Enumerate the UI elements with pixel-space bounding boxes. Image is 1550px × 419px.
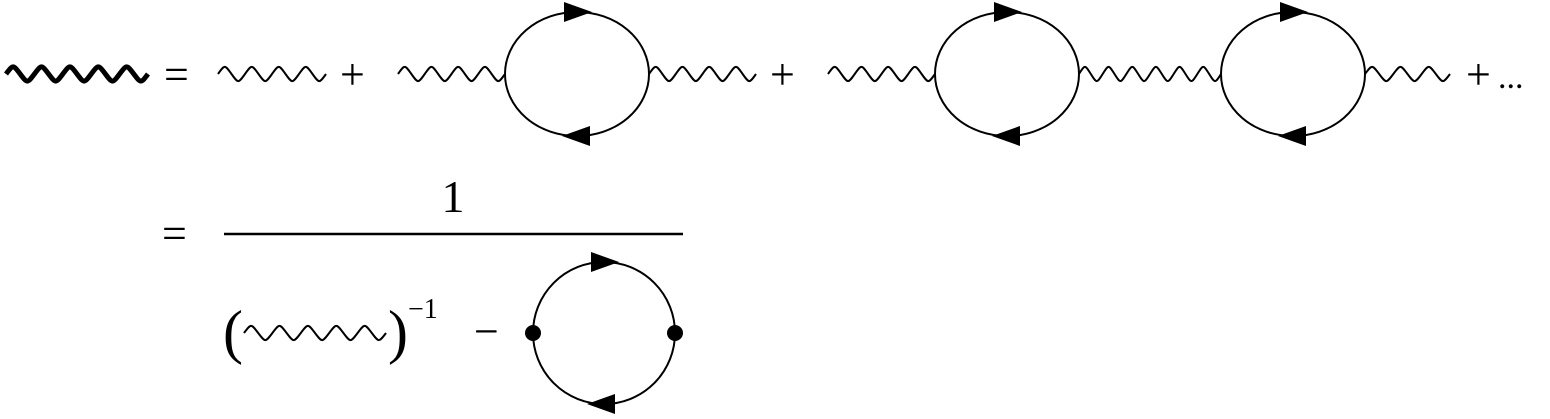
fermion-loop-icon: [525, 252, 683, 414]
arrow-right-icon: [591, 252, 619, 272]
ellipsis: ...: [1498, 59, 1524, 96]
bare-propagator-icon: [243, 324, 387, 342]
minus-sign: −: [474, 307, 499, 356]
fermion-loop-icon: [934, 2, 1080, 146]
close-paren: ): [388, 299, 408, 365]
vertex-dot-icon: [667, 325, 683, 341]
plus-sign-2: +: [770, 50, 795, 99]
row-1-series-expansion: = + + + ...: [4, 2, 1524, 146]
exponent: −1: [408, 294, 438, 325]
bare-propagator-icon: [648, 65, 757, 83]
fermion-loop-icon: [504, 2, 650, 146]
arrow-left-icon: [562, 126, 590, 146]
dressed-propagator-icon: [4, 64, 150, 84]
plus-sign-end: +: [1466, 50, 1491, 99]
bare-propagator-icon: [397, 65, 506, 83]
vertex-dot-icon: [525, 325, 541, 341]
arrow-left-icon: [992, 126, 1020, 146]
arrow-left-icon: [1278, 126, 1306, 146]
fermion-loop-icon: [1220, 2, 1366, 146]
arrow-right-icon: [1280, 2, 1308, 22]
arrow-right-icon: [564, 2, 592, 22]
row-2-resummed-form: = 1 ( ) −1 −: [162, 171, 683, 414]
bare-propagator-icon: [1078, 65, 1222, 83]
open-paren: (: [223, 299, 243, 365]
denominator: ( ) −1 −: [223, 252, 683, 414]
arrow-right-icon: [994, 2, 1022, 22]
plus-sign-1: +: [340, 50, 365, 99]
equals-sign-row1: =: [164, 50, 189, 99]
bare-propagator-icon: [827, 65, 936, 83]
numerator: 1: [442, 171, 465, 222]
bare-propagator-icon: [217, 65, 327, 83]
bare-propagator-icon: [1364, 65, 1451, 83]
arrow-left-icon: [587, 394, 615, 414]
equals-sign-row2: =: [162, 209, 187, 258]
